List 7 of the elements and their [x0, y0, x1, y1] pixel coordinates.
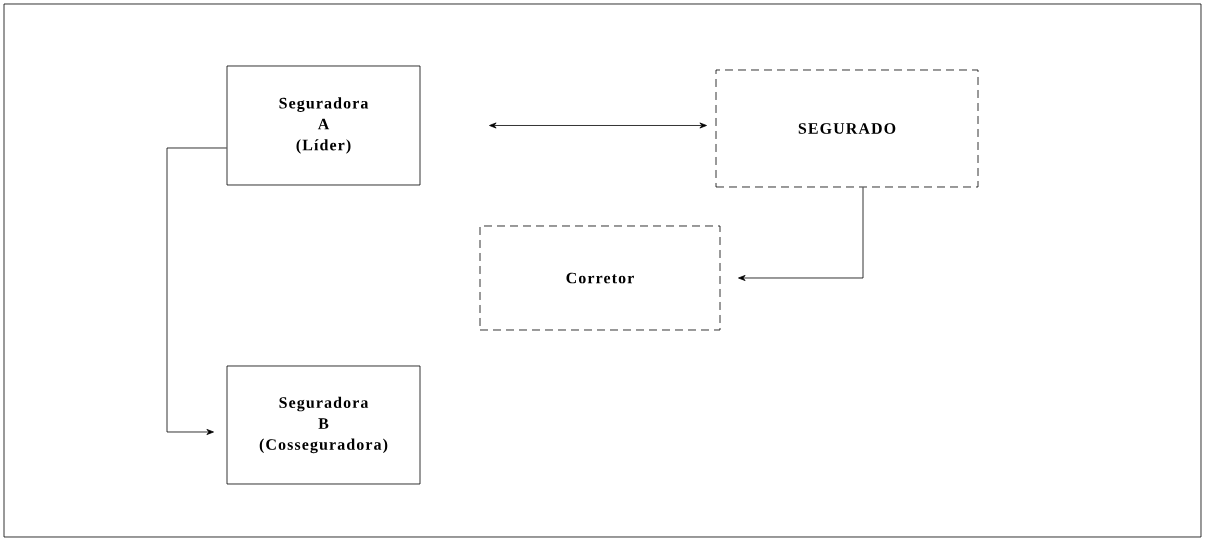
box: Seguradora A (Líder): [226, 65, 421, 186]
dashed-box: SEGURADO: [715, 69, 979, 188]
dashed-box: Corretor: [479, 225, 721, 331]
arrow: [489, 122, 707, 129]
arrow: [166, 147, 227, 435]
box: Seguradora B (Cosseguradora): [226, 365, 421, 485]
arrow: [738, 187, 864, 281]
